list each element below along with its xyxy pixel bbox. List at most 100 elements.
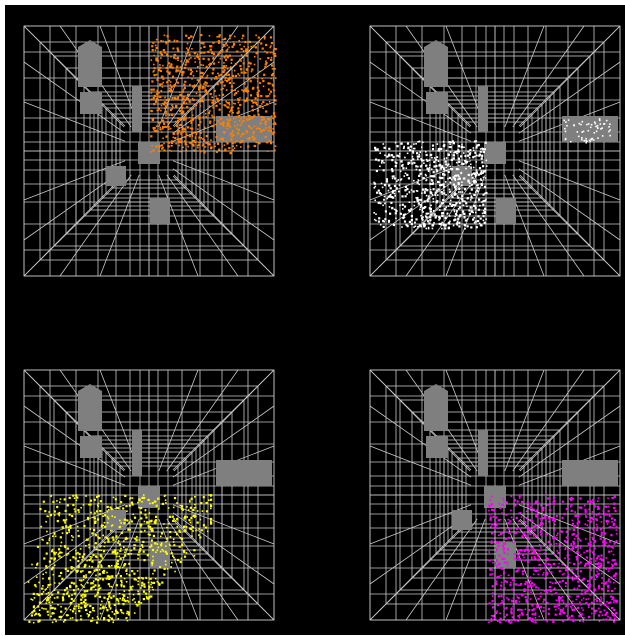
particle bbox=[610, 567, 613, 570]
particle bbox=[192, 117, 195, 121]
particle bbox=[469, 192, 471, 195]
particle bbox=[441, 212, 444, 215]
particle bbox=[139, 511, 142, 514]
particle bbox=[413, 161, 415, 164]
particle bbox=[152, 534, 155, 537]
particle bbox=[260, 118, 264, 121]
particle bbox=[475, 191, 477, 193]
particle bbox=[571, 608, 574, 612]
particle bbox=[581, 120, 584, 123]
particle bbox=[56, 596, 59, 599]
particle bbox=[256, 93, 258, 96]
particle bbox=[223, 104, 225, 106]
particle bbox=[590, 520, 593, 523]
particle bbox=[520, 612, 524, 615]
particle bbox=[448, 141, 451, 144]
particle bbox=[160, 542, 163, 544]
particle bbox=[452, 224, 455, 227]
particle bbox=[121, 611, 123, 614]
particle bbox=[214, 131, 217, 133]
particle bbox=[393, 184, 397, 188]
particle bbox=[165, 126, 168, 129]
particle bbox=[379, 193, 382, 195]
particle bbox=[122, 585, 126, 588]
particle bbox=[154, 129, 158, 132]
particle bbox=[530, 503, 533, 505]
particle bbox=[234, 89, 236, 92]
particle bbox=[544, 494, 547, 497]
particle bbox=[534, 617, 537, 619]
particle bbox=[129, 498, 131, 500]
particle bbox=[543, 619, 545, 621]
structure-block bbox=[150, 198, 170, 224]
particle bbox=[510, 576, 513, 580]
particle bbox=[169, 84, 171, 86]
particle bbox=[104, 525, 107, 528]
particle bbox=[551, 593, 553, 596]
particle bbox=[156, 95, 159, 98]
particle bbox=[221, 145, 223, 148]
particle bbox=[61, 577, 64, 580]
particle bbox=[452, 157, 455, 160]
particle bbox=[490, 503, 493, 506]
particle bbox=[85, 545, 87, 547]
particle bbox=[274, 48, 277, 51]
particle bbox=[545, 590, 548, 593]
particle bbox=[190, 142, 193, 145]
particle bbox=[60, 545, 62, 547]
particle bbox=[420, 225, 422, 228]
particle bbox=[597, 565, 599, 568]
particle bbox=[481, 161, 484, 164]
particle bbox=[607, 578, 610, 581]
particle bbox=[184, 128, 187, 131]
particle bbox=[207, 85, 209, 87]
particle bbox=[570, 503, 573, 506]
particle bbox=[605, 605, 608, 608]
particle bbox=[390, 196, 393, 199]
particle bbox=[226, 74, 228, 76]
particle bbox=[536, 515, 539, 518]
particle bbox=[408, 201, 411, 203]
particle bbox=[179, 77, 182, 79]
particle bbox=[226, 56, 229, 59]
particle bbox=[88, 565, 91, 568]
particle bbox=[42, 577, 44, 580]
particle bbox=[165, 66, 168, 70]
particle bbox=[48, 511, 50, 513]
particle bbox=[80, 570, 83, 573]
particle bbox=[507, 598, 510, 601]
particle bbox=[75, 499, 78, 502]
particle bbox=[454, 215, 456, 218]
particle bbox=[198, 88, 201, 91]
particle bbox=[156, 109, 158, 112]
particle bbox=[521, 570, 524, 573]
particle bbox=[212, 102, 215, 105]
particle bbox=[74, 612, 77, 615]
particle bbox=[92, 585, 95, 588]
particle bbox=[553, 517, 556, 520]
particle bbox=[472, 149, 475, 152]
particle bbox=[499, 588, 502, 591]
particle bbox=[538, 544, 541, 546]
particle bbox=[406, 142, 410, 145]
particle bbox=[418, 140, 421, 143]
particle bbox=[209, 45, 212, 48]
particle bbox=[505, 513, 508, 516]
particle bbox=[59, 536, 62, 539]
particle bbox=[229, 118, 232, 121]
particle bbox=[176, 56, 179, 59]
particle bbox=[600, 128, 602, 130]
particle bbox=[207, 111, 210, 115]
particle bbox=[467, 150, 470, 153]
particle bbox=[417, 225, 419, 228]
particle bbox=[502, 601, 504, 603]
particle bbox=[504, 616, 506, 618]
particle bbox=[64, 589, 67, 592]
particle bbox=[123, 599, 125, 602]
mesh-line-perspective bbox=[23, 445, 126, 486]
particle bbox=[609, 526, 612, 529]
particle bbox=[594, 578, 597, 581]
particle bbox=[54, 607, 57, 610]
particle bbox=[188, 141, 192, 144]
particle bbox=[164, 96, 166, 99]
